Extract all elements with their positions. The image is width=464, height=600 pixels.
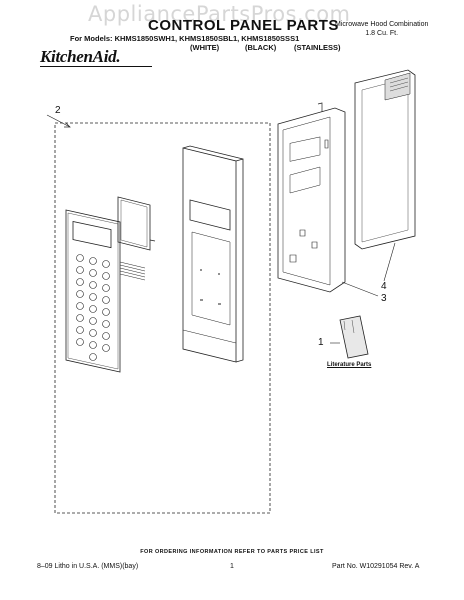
control-housing <box>277 102 346 293</box>
product-description: Microwave Hood Combination 1.8 Cu. Ft. <box>335 20 428 38</box>
display-window <box>117 196 156 251</box>
page-title: CONTROL PANEL PARTS <box>148 17 339 34</box>
brand-underline <box>40 66 152 67</box>
brand-logo: KitchenAid. <box>40 47 121 66</box>
litho-info: 8–09 Litho in U.S.A. (MMS)(bay) <box>37 563 139 570</box>
callout-1: 1 <box>318 337 324 348</box>
page-number: 1 <box>230 563 234 570</box>
watermark-text: AppliancePartsPros.com <box>88 2 351 26</box>
leader-line-3 <box>341 281 379 297</box>
literature-parts-label: Literature Parts <box>327 362 372 368</box>
electronic-control-board <box>354 69 416 250</box>
callout-3: 3 <box>381 293 387 304</box>
assembly-2-dashed-box <box>54 122 271 514</box>
color-white: (WHITE) <box>190 43 220 52</box>
models-label: For Models: KHMS1850SWH1, KHMS1850SBL1, … <box>70 34 300 43</box>
color-stainless: (STAINLESS) <box>294 43 341 52</box>
part-number: Part No. W10291054 Rev. A <box>332 563 420 570</box>
control-panel-frame <box>182 145 244 363</box>
literature-booklet <box>339 315 369 359</box>
ordering-info: FOR ORDERING INFORMATION REFER TO PARTS … <box>140 549 324 555</box>
callout-4: 4 <box>381 281 387 292</box>
color-black: (BLACK) <box>245 43 277 52</box>
callout-2: 2 <box>55 105 61 116</box>
keypad-membrane <box>65 209 146 373</box>
product-line-1: Microwave Hood Combination <box>335 21 429 28</box>
product-line-2: 1.8 Cu. Ft. <box>365 30 399 37</box>
leader-line-4 <box>383 242 396 282</box>
